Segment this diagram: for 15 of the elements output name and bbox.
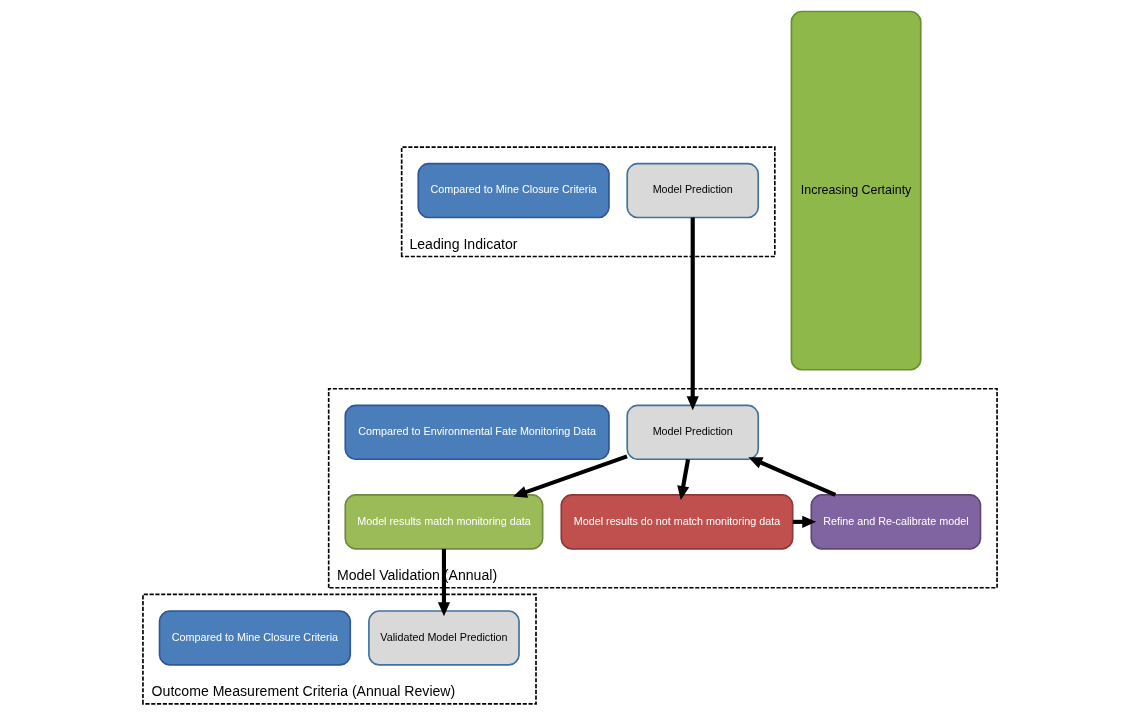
arrow [748, 457, 837, 497]
arrow [437, 548, 451, 617]
node-box: Model Prediction [626, 404, 760, 461]
node-box: Refine and Re-calibrate model [810, 494, 982, 550]
node-box: Model results do not match monitoring data [560, 494, 794, 550]
node-box: Increasing Certainty [790, 10, 922, 371]
arrow [677, 458, 691, 500]
arrow [686, 217, 699, 411]
node-box: Compared to Environmental Fate Monitoring Data [344, 404, 610, 461]
node-box: Validated Model Prediction [368, 610, 520, 666]
node-box: Model results match monitoring data [344, 494, 544, 550]
node-box: Compared to Mine Closure Criteria [417, 162, 610, 219]
node-box: Compared to Mine Closure Criteria [158, 610, 352, 666]
node-box: Model Prediction [626, 162, 760, 219]
arrow [513, 454, 628, 498]
